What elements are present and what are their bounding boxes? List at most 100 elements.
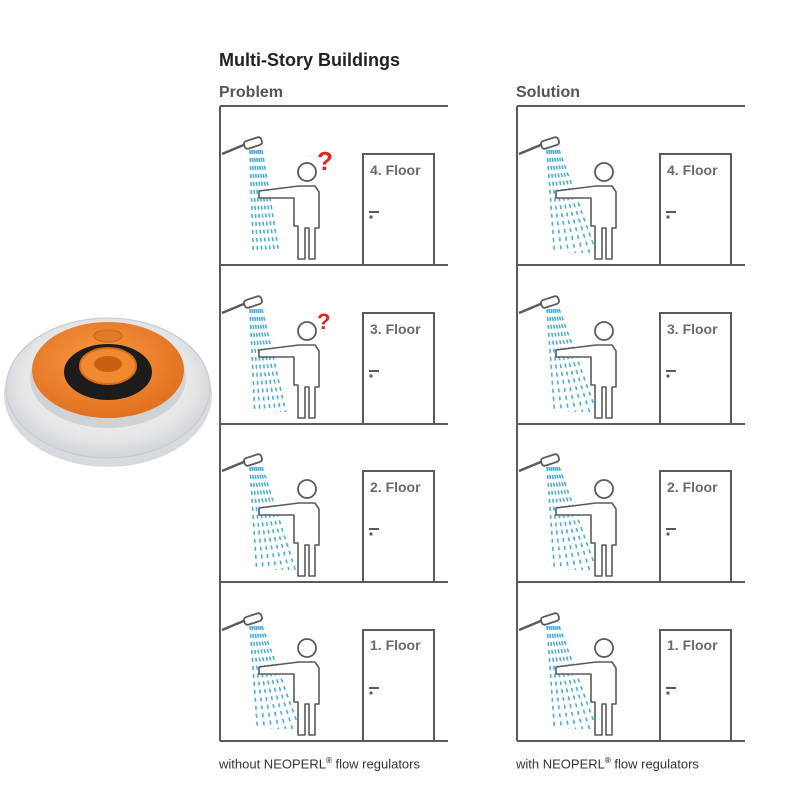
regulator-logo-mark	[93, 329, 123, 343]
shower-head-icon	[243, 136, 263, 150]
water-stream	[253, 466, 271, 571]
water-stream	[259, 149, 276, 254]
water-stream	[257, 625, 287, 730]
water-stream	[253, 149, 263, 254]
shower-head-icon	[540, 295, 560, 309]
water-stream	[259, 308, 282, 413]
solution-heading: Solution	[516, 84, 580, 101]
problem-floor-4-label: 4. Floor	[370, 162, 421, 178]
water-stream	[546, 308, 556, 413]
door-knob	[369, 374, 373, 378]
shower-arm	[221, 142, 247, 156]
person-head	[594, 321, 614, 341]
regulator-nozzle-hole	[94, 356, 122, 372]
person-head	[594, 162, 614, 182]
water-stream	[255, 149, 267, 254]
water-stream	[249, 625, 259, 730]
water-stream	[550, 625, 570, 730]
water-stream	[251, 149, 259, 254]
water-stream	[261, 466, 297, 571]
question-mark: ?	[317, 146, 333, 176]
water-stream	[548, 149, 563, 254]
shower-arm	[518, 618, 544, 632]
water-stream	[552, 625, 577, 730]
water-stream	[249, 149, 255, 254]
flow-regulator-image	[4, 317, 212, 467]
water-stream	[255, 625, 280, 730]
problem-floor-3-label: 3. Floor	[370, 321, 421, 337]
door-frame	[362, 629, 435, 741]
water-stream	[558, 308, 598, 413]
shower-arm	[221, 459, 247, 473]
water-stream	[552, 149, 577, 254]
water-stream	[253, 625, 273, 730]
water-stream	[556, 149, 591, 254]
person-figure	[258, 661, 320, 736]
solution-building	[516, 105, 745, 742]
water-stream	[253, 308, 266, 413]
water-stream	[554, 466, 584, 571]
shower-head-icon	[540, 612, 560, 626]
water-stream	[558, 466, 598, 571]
water-stream	[550, 308, 570, 413]
shower-head-icon	[243, 612, 263, 626]
water-stream	[257, 466, 284, 571]
water-stream	[554, 308, 584, 413]
water-stream	[554, 625, 584, 730]
water-stream	[261, 308, 287, 413]
water-stream	[546, 149, 556, 254]
water-stream	[556, 308, 591, 413]
person-figure	[555, 502, 617, 577]
person-head	[594, 479, 614, 499]
door-frame	[659, 312, 732, 424]
water-stream	[259, 625, 294, 730]
water-stream	[550, 149, 570, 254]
person-figure	[258, 185, 320, 260]
shower-arm	[518, 142, 544, 156]
water-stream	[251, 625, 266, 730]
door-knob	[666, 215, 670, 219]
water-stream	[255, 466, 277, 571]
person-head	[297, 479, 317, 499]
door-knob	[666, 691, 670, 695]
water-stream	[251, 308, 261, 413]
water-stream	[259, 466, 290, 571]
water-stream	[556, 625, 591, 730]
solution-floor-3-label: 3. Floor	[667, 321, 718, 337]
problem-floor-2-label: 2. Floor	[370, 479, 421, 495]
page-title: Multi-Story Buildings	[219, 50, 400, 70]
water-stream	[257, 308, 277, 413]
water-stream	[249, 308, 256, 413]
water-stream	[558, 625, 598, 730]
water-stream	[558, 149, 598, 254]
solution-floor-2-label: 2. Floor	[667, 479, 718, 495]
question-mark: ?	[317, 309, 330, 334]
problem-floor-1-label: 1. Floor	[370, 637, 421, 653]
door-knob	[369, 532, 373, 536]
water-stream	[548, 625, 563, 730]
solution-floor-1-label: 1. Floor	[667, 637, 718, 653]
water-stream	[251, 466, 264, 571]
shower-arm	[221, 618, 247, 632]
water-stream	[257, 149, 272, 254]
shower-head-icon	[540, 453, 560, 467]
person-figure	[258, 344, 320, 419]
person-head	[594, 638, 614, 658]
shower-head-icon	[243, 453, 263, 467]
water-stream	[546, 625, 556, 730]
shower-head-icon	[243, 295, 263, 309]
water-stream	[554, 149, 584, 254]
person-figure	[555, 661, 617, 736]
problem-building: ??	[219, 105, 448, 742]
door-knob	[666, 532, 670, 536]
door-knob	[666, 374, 670, 378]
water-stream	[255, 308, 272, 413]
person-head	[297, 638, 317, 658]
door-knob	[369, 215, 373, 219]
water-stream	[556, 466, 591, 571]
water-stream	[261, 149, 280, 254]
person-figure	[555, 344, 617, 419]
water-stream	[548, 466, 563, 571]
door-frame	[362, 470, 435, 582]
